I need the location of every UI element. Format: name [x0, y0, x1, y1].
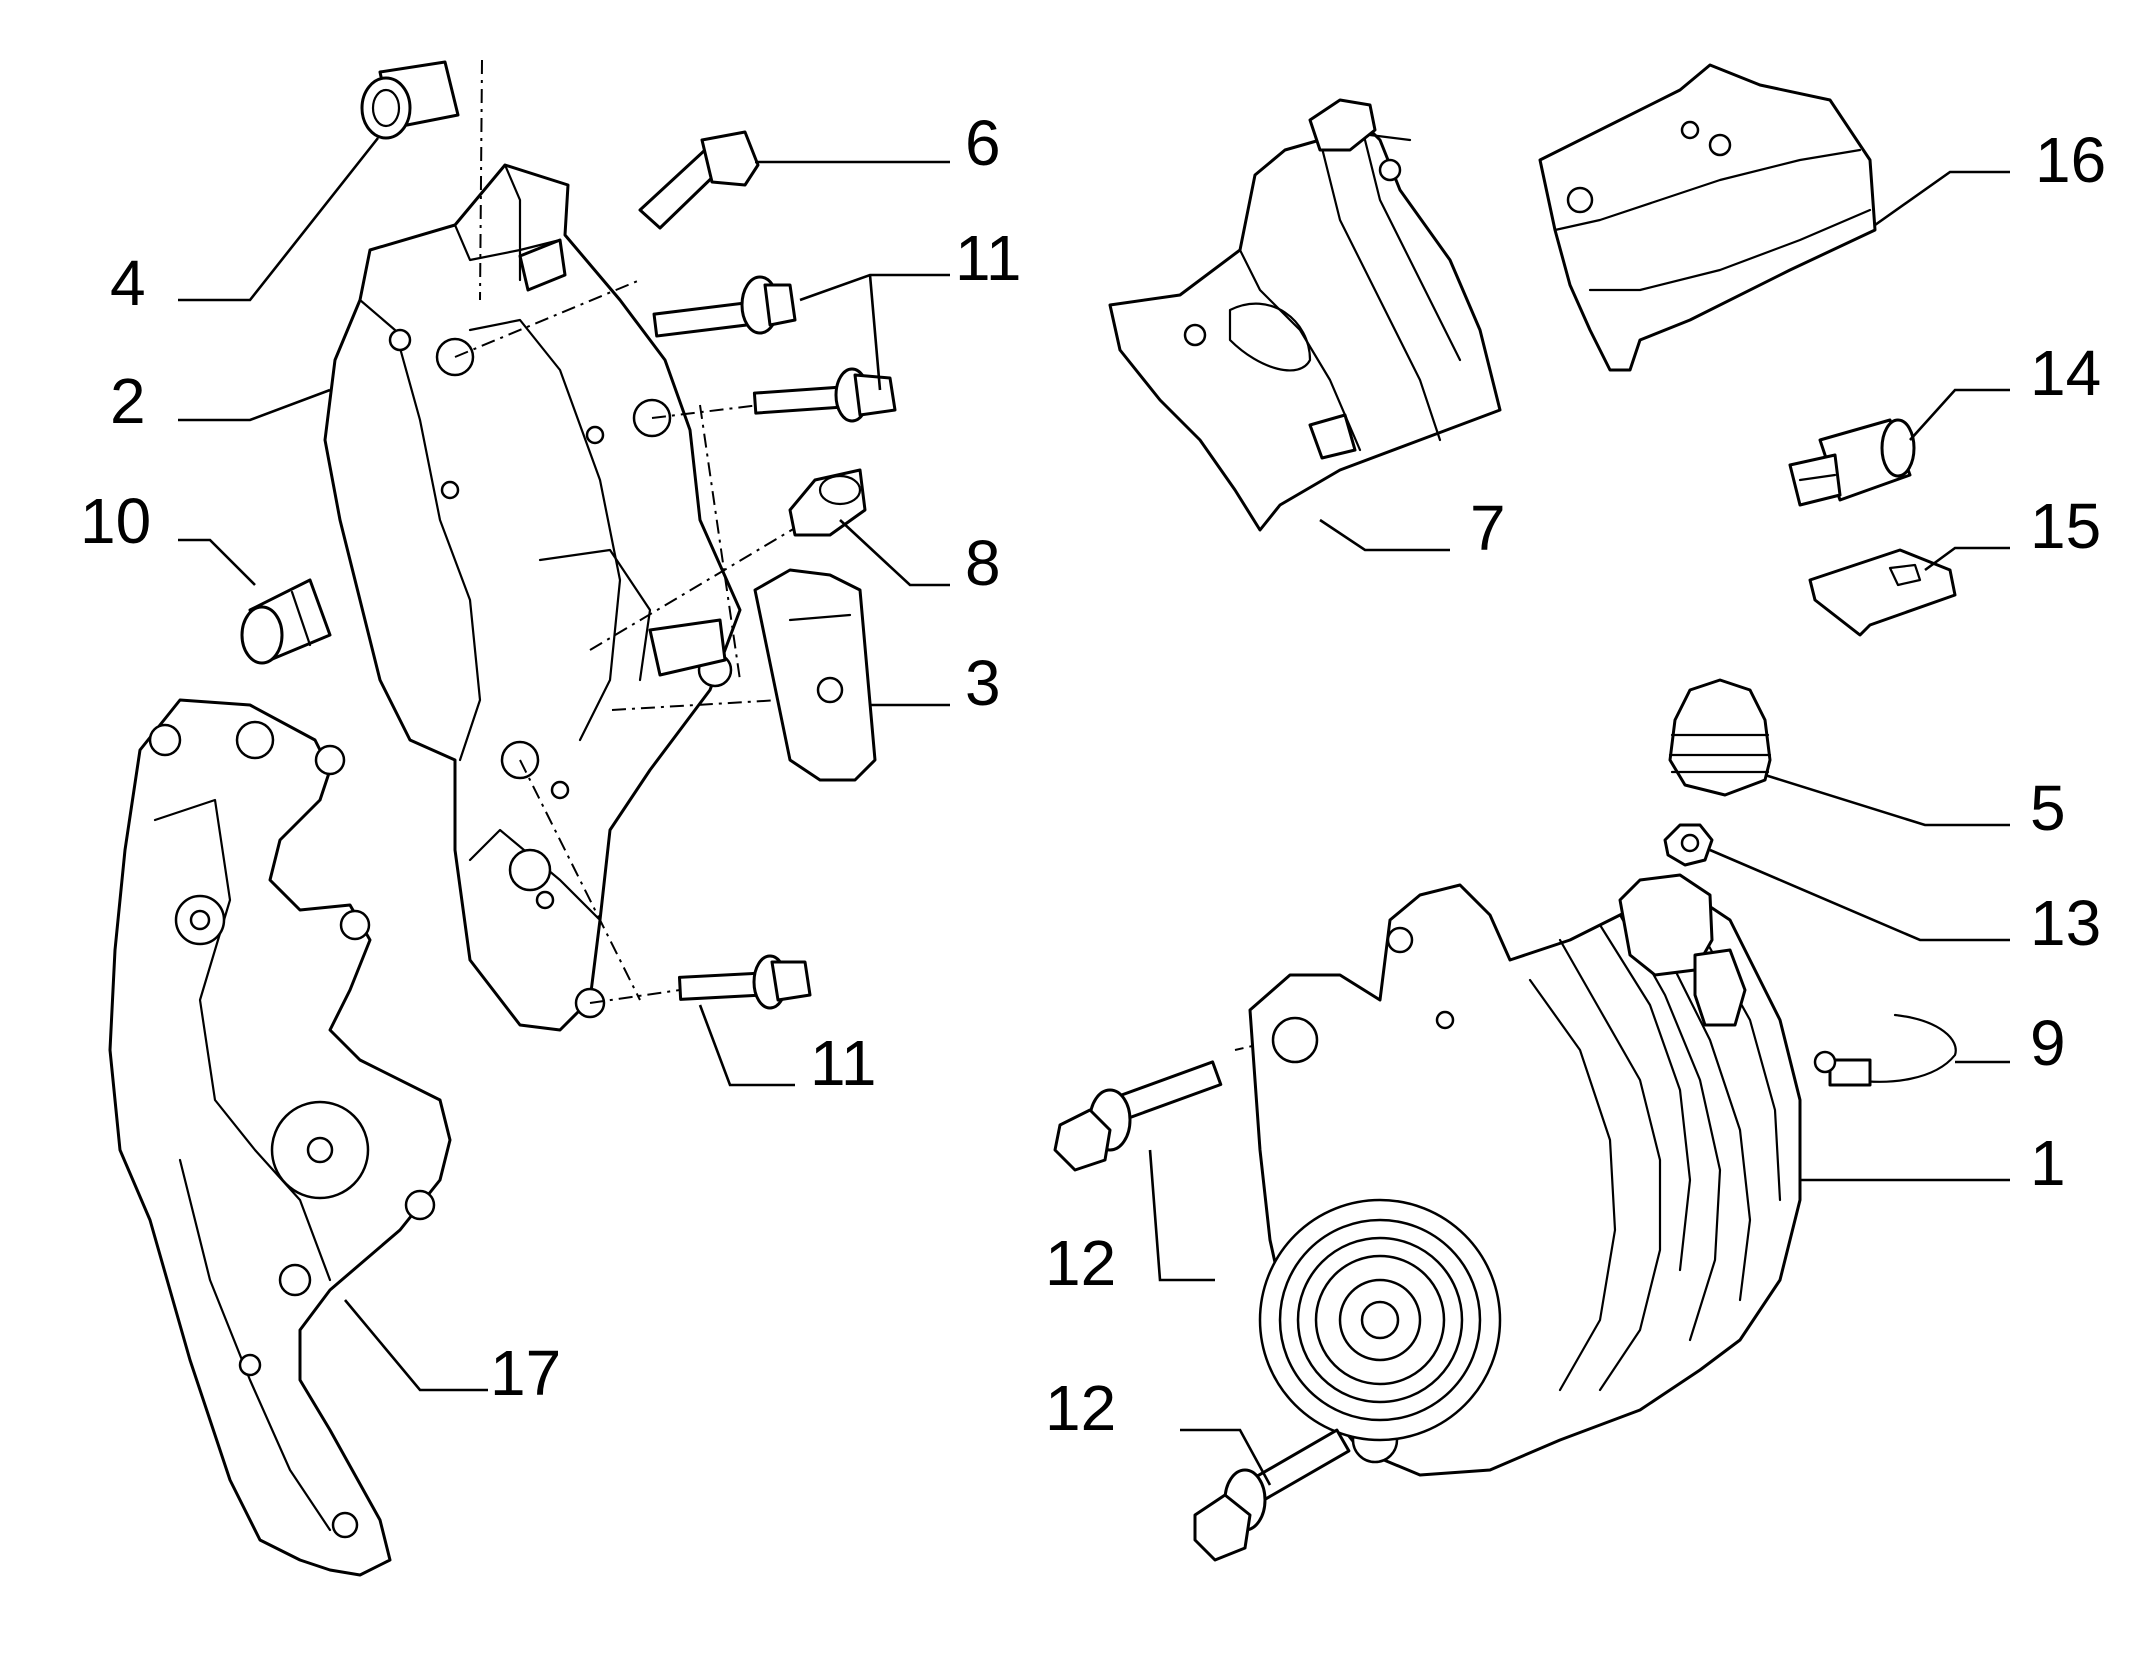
part-6-stud-bolt [638, 130, 760, 230]
part-16-cover [1538, 63, 1877, 372]
part-11-bolt-lower [677, 954, 812, 1010]
callout-1: 1 [2030, 1127, 2066, 1199]
callout-labels: 4 2 10 6 11 8 3 11 7 16 14 15 5 13 9 1 1… [80, 107, 2106, 1444]
callout-17: 17 [490, 1337, 561, 1409]
callout-11-upper: 11 [955, 222, 1021, 294]
part-3-bracket-clip [753, 568, 877, 782]
callout-10: 10 [80, 485, 151, 557]
part-2-alternator-bracket [323, 163, 742, 1032]
callout-6: 6 [965, 107, 1001, 179]
part-13-nut [1663, 823, 1714, 867]
callout-5: 5 [2030, 772, 2066, 844]
callout-15: 15 [2030, 490, 2101, 562]
part-1-alternator [1248, 873, 1802, 1477]
part-12-bolt-lower [1193, 1428, 1351, 1562]
part-9-cable-tie [1813, 1013, 1957, 1087]
callout-11-lower: 11 [810, 1027, 876, 1099]
callout-3: 3 [965, 647, 1001, 719]
part-8-spacer-sleeve [788, 468, 867, 537]
leader-lines [178, 137, 2010, 1486]
callout-16: 16 [2035, 124, 2106, 196]
part-14-sensor [1788, 418, 1916, 507]
part-11-bolt-upper [652, 275, 797, 338]
part-11-bolt-middle [752, 367, 897, 423]
callout-4: 4 [110, 247, 146, 319]
callout-14: 14 [2030, 337, 2101, 409]
callout-12-upper: 12 [1045, 1227, 1116, 1299]
callout-7: 7 [1470, 492, 1506, 564]
part-5-rubber-cap [1668, 678, 1772, 797]
part-15-plate [1808, 548, 1957, 637]
part-10-bushing [240, 578, 332, 665]
part-17-support-bracket [108, 698, 452, 1577]
callout-8: 8 [965, 527, 1001, 599]
part-4-bushing [360, 60, 460, 140]
callout-13: 13 [2030, 887, 2101, 959]
callout-12-lower: 12 [1045, 1372, 1116, 1444]
callout-9: 9 [2030, 1007, 2066, 1079]
part-12-bolt-upper [1053, 1060, 1223, 1172]
part-7-belt-guard [1108, 98, 1502, 532]
callout-2: 2 [110, 365, 146, 437]
